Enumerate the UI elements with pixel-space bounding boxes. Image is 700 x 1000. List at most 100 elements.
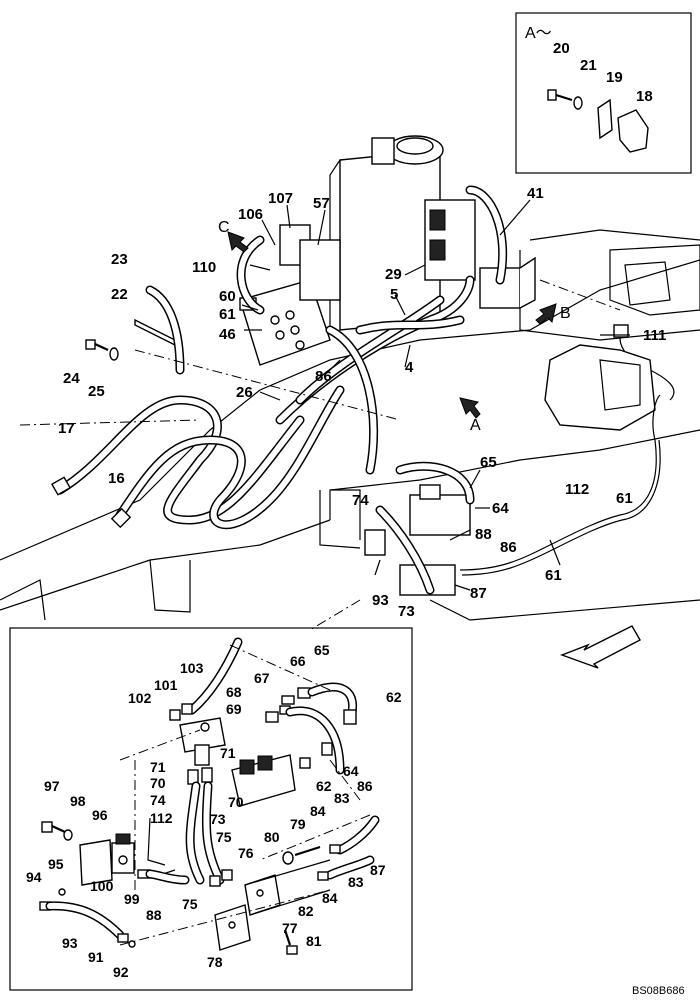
view-labels: A～ A B C BS08B686 xyxy=(218,25,685,997)
part-label: 75 xyxy=(216,829,232,845)
part-label: 110 xyxy=(192,259,216,276)
part-label: 5 xyxy=(390,286,398,303)
part-label: 75 xyxy=(182,896,198,912)
part-label: 71 xyxy=(220,745,236,761)
part-label: 62 xyxy=(316,778,332,794)
part-label: 26 xyxy=(236,384,253,401)
part-label: 88 xyxy=(146,907,162,923)
view-arrow-a xyxy=(459,397,481,419)
part-label: 78 xyxy=(207,954,223,970)
part-label: 112 xyxy=(565,481,589,498)
main-assembly xyxy=(0,135,700,631)
part-label: 98 xyxy=(70,793,86,809)
part-label: 86 xyxy=(315,368,332,385)
main-part-labels: 20 21 19 18 107 106 57 41 23 110 22 60 6… xyxy=(58,40,666,620)
part-label: 83 xyxy=(334,790,350,806)
hose-set xyxy=(55,185,508,530)
part-label: 57 xyxy=(313,195,330,212)
part-label: 24 xyxy=(63,370,80,387)
part-label: 29 xyxy=(385,266,402,283)
detail-part-labels: 103 66 65 101 67 68 62 102 69 71 64 62 7… xyxy=(26,642,402,980)
solenoid-icon xyxy=(111,833,135,874)
part-label: 106 xyxy=(238,206,263,223)
part-label: 93 xyxy=(372,592,389,609)
part-label: 65 xyxy=(314,642,330,658)
part-label: 96 xyxy=(92,807,108,823)
valve-block-right xyxy=(424,199,536,309)
part-label: 95 xyxy=(48,856,64,872)
part-label: 18 xyxy=(636,88,653,105)
part-label: 101 xyxy=(154,677,178,693)
part-label: 70 xyxy=(150,775,166,791)
view-label-detail-a: A～ xyxy=(525,25,552,42)
part-label: 100 xyxy=(90,878,114,894)
part-label: 107 xyxy=(268,190,293,207)
part-label: 65 xyxy=(480,454,497,471)
part-label: 25 xyxy=(88,383,105,400)
view-label-arrow-b: B xyxy=(560,305,571,322)
part-label: 111 xyxy=(643,327,666,344)
part-label: 21 xyxy=(580,57,597,74)
detail-inset xyxy=(9,627,413,991)
bolt-icon xyxy=(547,89,573,102)
drawing-code: BS08B686 xyxy=(632,985,685,997)
part-label: 73 xyxy=(398,603,415,620)
part-label: 67 xyxy=(254,670,270,686)
part-label: 92 xyxy=(113,964,129,980)
part-label: 68 xyxy=(226,684,242,700)
part-label: 112 xyxy=(150,810,173,826)
part-label: 103 xyxy=(180,660,204,676)
part-label: 76 xyxy=(238,845,254,861)
part-label: 4 xyxy=(405,359,414,376)
part-label: 87 xyxy=(470,585,487,602)
part-label: 102 xyxy=(128,690,152,706)
part-label: 16 xyxy=(108,470,125,487)
clamp-icon xyxy=(617,109,649,153)
part-label: 83 xyxy=(348,874,364,890)
part-label: 74 xyxy=(150,792,166,808)
part-label: 23 xyxy=(111,251,128,268)
part-label: 62 xyxy=(386,689,402,705)
part-label: 87 xyxy=(370,862,386,878)
part-label: 20 xyxy=(553,40,570,57)
direction-arrow-icon xyxy=(559,625,641,669)
part-label: 99 xyxy=(124,891,140,907)
part-label: 66 xyxy=(290,653,306,669)
part-label: 61 xyxy=(545,567,562,584)
view-arrow-b xyxy=(535,303,557,325)
part-label: 91 xyxy=(88,949,104,965)
part-label: 61 xyxy=(616,490,633,507)
part-label: 74 xyxy=(352,492,369,509)
part-label: 88 xyxy=(475,526,492,543)
part-label: 22 xyxy=(111,286,128,303)
part-label: 61 xyxy=(219,306,236,323)
part-label: 86 xyxy=(500,539,517,556)
part-label: 64 xyxy=(492,500,509,517)
part-label: 46 xyxy=(219,326,236,343)
part-label: 73 xyxy=(210,811,226,827)
bracket-icon xyxy=(597,98,613,140)
part-label: 70 xyxy=(228,794,244,810)
view-label-arrow-c: C xyxy=(218,219,230,236)
part-label: 84 xyxy=(310,803,326,819)
part-label: 77 xyxy=(282,920,298,936)
part-label: 84 xyxy=(322,890,338,906)
part-label: 79 xyxy=(290,816,306,832)
part-label: 93 xyxy=(62,935,78,951)
part-label: 94 xyxy=(26,869,42,885)
part-label: 71 xyxy=(150,759,166,775)
valve-block-left xyxy=(239,224,341,366)
part-label: 60 xyxy=(219,288,236,305)
part-label: 19 xyxy=(606,69,623,86)
part-label: 41 xyxy=(527,185,544,202)
part-label: 82 xyxy=(298,903,314,919)
view-arrow-c xyxy=(227,231,249,253)
part-label: 17 xyxy=(58,420,75,437)
washer-icon xyxy=(573,96,583,110)
part-label: 64 xyxy=(343,763,359,779)
detail-a-box xyxy=(515,12,692,174)
switch-icon xyxy=(613,324,629,338)
part-label: 97 xyxy=(44,778,60,794)
part-label: 86 xyxy=(357,778,373,794)
